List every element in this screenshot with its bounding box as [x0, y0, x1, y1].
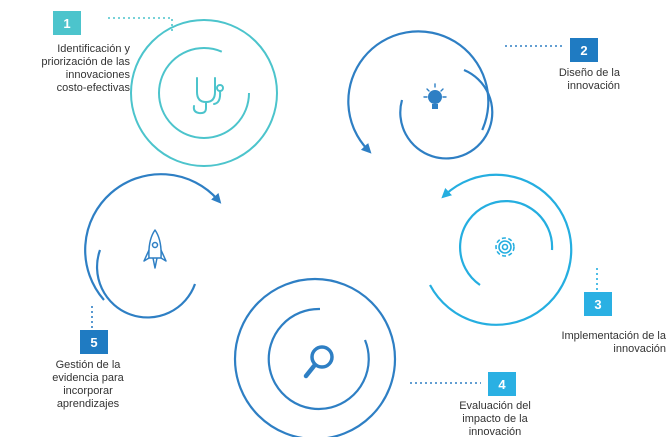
connector-lines [91, 17, 598, 384]
stethoscope-icon [192, 77, 224, 115]
rocket-icon [143, 229, 167, 269]
step-5-circle [84, 173, 222, 319]
step-4-label-line: impacto de la [462, 413, 528, 425]
step-5-label-line: aprendizajes [56, 398, 120, 410]
step-3-circle [429, 173, 573, 326]
step-3-label: Implementación de la innovación [528, 330, 666, 356]
step-2-badge: 2 [570, 38, 598, 62]
step-1-label: Identificación y priorización de las inn… [2, 43, 130, 95]
step-4-label: Evaluación del impacto de la innovación [445, 400, 545, 439]
step-4-label-line: Evaluación del [459, 400, 531, 412]
step-1-label-line: innovaciones [65, 69, 130, 81]
step-5-badge: 5 [80, 330, 108, 354]
step-3-label-line: innovación [613, 343, 666, 355]
step-2-label: Diseño de la innovación [520, 67, 620, 93]
gear-icon [495, 237, 515, 257]
lightbulb-icon [423, 83, 447, 109]
step-2-label-line: Diseño de la [558, 67, 620, 79]
step-5-label-line: evidencia para [52, 372, 124, 384]
step-1-badge: 1 [53, 11, 81, 35]
step-4-circle [233, 277, 397, 437]
step-5-label-line: incorporar [63, 385, 113, 397]
step-1-label-line: costo-efectivas [56, 82, 130, 94]
step-1-label-line: priorización de las [41, 56, 130, 68]
step-2-label-line: innovación [567, 80, 620, 92]
step-1-label-line: Identificación y [57, 43, 130, 55]
step-4-badge: 4 [488, 372, 516, 396]
step-3-label-line: Implementación de la [561, 330, 666, 342]
step-5-label-line: Gestión de la [55, 359, 121, 371]
step-1-circle [130, 19, 278, 167]
step-5-label: Gestión de la evidencia para incorporar … [30, 359, 146, 411]
step-3-badge: 3 [584, 292, 612, 316]
step-2-circle [347, 30, 494, 160]
magnifier-icon [303, 345, 334, 379]
step-4-label-line: innovación [468, 426, 522, 438]
